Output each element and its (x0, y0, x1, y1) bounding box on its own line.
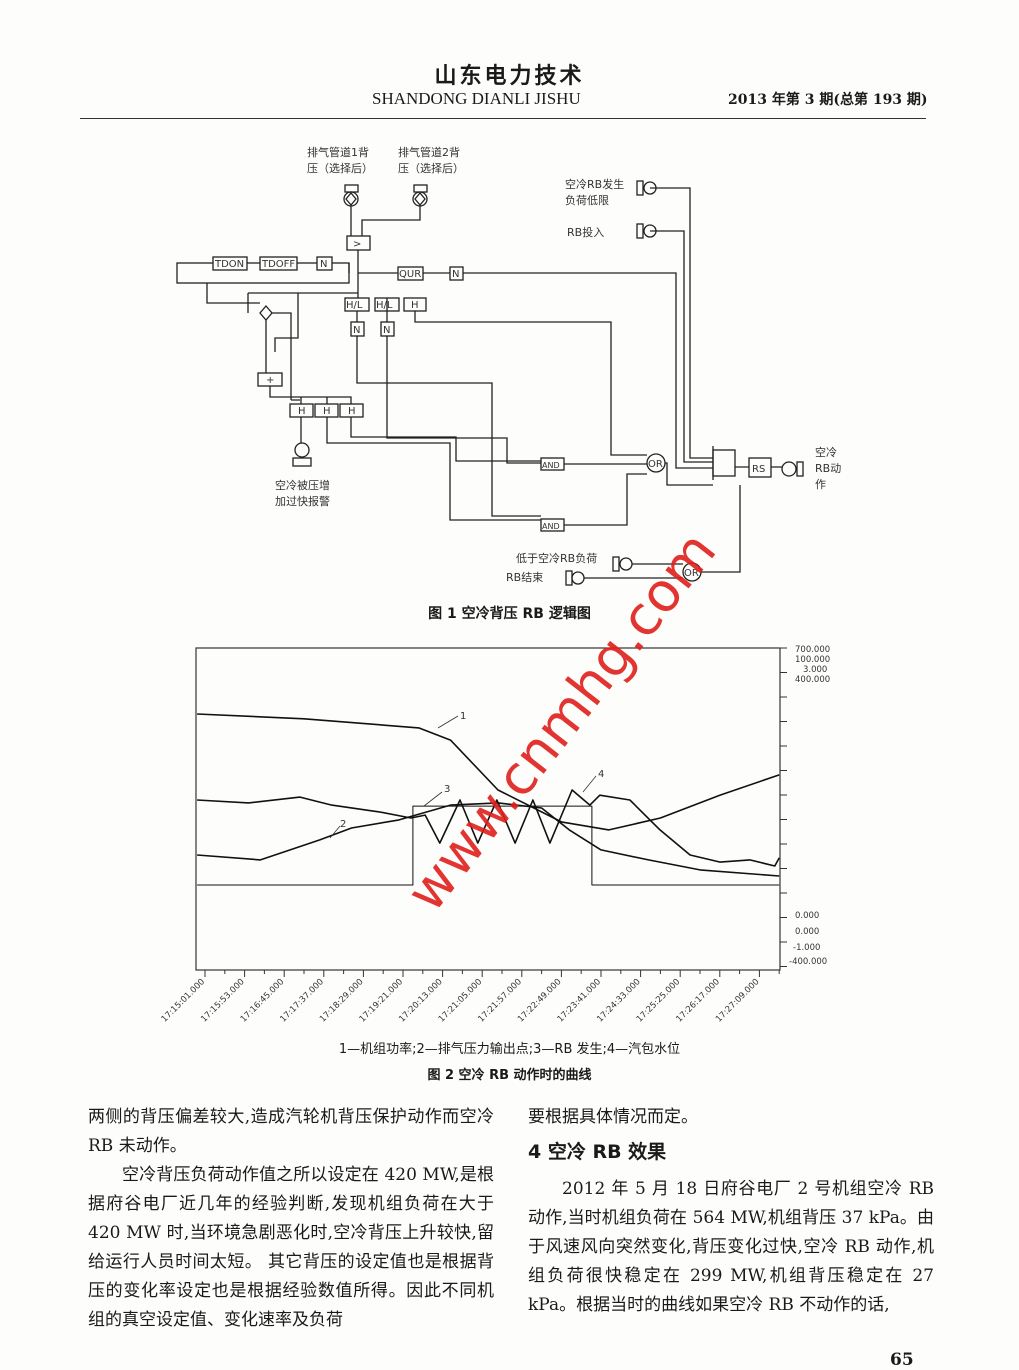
right-column: 要根据具体情况而定。 4 空冷 RB 效果 2012 年 5 月 18 日府谷电… (528, 1103, 934, 1320)
paragraph: 两侧的背压偏差较大,造成汽轮机背压保护动作而空冷 RB 未动作。 (88, 1107, 494, 1156)
block-h: H (298, 406, 306, 417)
issue-info: 2013 年第 3 期(总第 193 期) (728, 92, 928, 108)
label-output: 空冷 (815, 445, 837, 459)
block-h: H (348, 406, 356, 417)
series-label-2: 2 (340, 819, 346, 830)
figure-1-caption: 图 1 空冷背压 RB 逻辑图 (428, 606, 591, 622)
figure-2-caption: 图 2 空冷 RB 动作时的曲线 (427, 1068, 592, 1083)
figure-2-legend: 1—机组功率;2—排气压力输出点;3—RB 发生;4—汽包水位 (338, 1042, 681, 1057)
block-and: AND (542, 522, 560, 531)
paragraph: 2012 年 5 月 18 日府谷电厂 2 号机组空冷 RB 动作,当时机组负荷… (528, 1179, 934, 1315)
series-line-3 (197, 805, 780, 886)
chart-frame (195, 647, 781, 971)
label-output-c: 作 (815, 478, 826, 491)
y-right-label: 700.000 (795, 645, 830, 655)
series-line-4 (197, 789, 780, 867)
y-right-label: 100.000 (795, 655, 830, 665)
series-label-3: 3 (444, 784, 450, 795)
journal-title: 山东电力技术 (434, 63, 585, 89)
block-not: N (353, 325, 360, 336)
header-rule (80, 118, 926, 119)
label-input2: 排气管道2背 (398, 145, 460, 159)
block-or: OR (684, 568, 699, 579)
page-number: 65 (890, 1350, 914, 1370)
block-not: N (383, 325, 390, 336)
series-label-1: 1 (460, 711, 466, 722)
series-label-4: 4 (598, 769, 604, 780)
block-or: OR (648, 459, 663, 470)
y-right-label: 0.000 (795, 911, 819, 921)
label-input1-b: 压（选择后） (307, 161, 373, 175)
block-hl: H/L (346, 300, 363, 311)
diagram-wires (206, 187, 782, 579)
block-qur: QUR (399, 269, 421, 280)
block-tdon: TDON (214, 259, 244, 270)
label-alarm-b: 加过快报警 (275, 494, 330, 508)
block-tdoff: TDOFF (261, 259, 295, 270)
block-rs: RS (752, 464, 765, 475)
label-input2-b: 压（选择后） (398, 161, 464, 175)
block-plus: + (266, 375, 274, 386)
y-right-label: -400.000 (789, 957, 827, 967)
journal-title-en: SHANDONG DIANLI JISHU (372, 89, 581, 108)
block-hl: H/L (376, 300, 393, 311)
block-and: AND (542, 461, 560, 470)
left-column: 两侧的背压偏差较大,造成汽轮机背压保护动作而空冷 RB 未动作。 空冷背压负荷动… (88, 1103, 494, 1335)
label-alarm: 空冷被压增 (275, 478, 330, 492)
block-h: H (411, 300, 419, 311)
y-right-label: 0.000 (795, 927, 819, 937)
paragraph: 要根据具体情况而定。 (528, 1107, 698, 1127)
y-right-label: 3.000 (803, 665, 827, 675)
y-right-label: -1.000 (793, 943, 820, 953)
label-input1: 排气管道1背 (307, 145, 369, 159)
label-rb-end: RB结束 (506, 571, 543, 584)
label-output-b: RB动 (815, 462, 841, 475)
paragraph: 空冷背压负荷动作值之所以设定在 420 MW,是根据府谷电厂近几年的经验判断,发… (88, 1165, 494, 1330)
label-rb-in: RB投入 (567, 225, 604, 239)
section-heading: 4 空冷 RB 效果 (528, 1141, 667, 1163)
y-right-label: 400.000 (795, 675, 830, 685)
block-not: N (320, 259, 327, 270)
block-not: N (452, 269, 459, 280)
label-below-load: 低于空冷RB负荷 (516, 551, 597, 565)
label-rb-low: 空冷RB发生 (565, 177, 624, 191)
label-rb-low-b: 负荷低限 (565, 193, 609, 207)
block-compare: > (353, 239, 361, 250)
block-h: H (323, 406, 331, 417)
